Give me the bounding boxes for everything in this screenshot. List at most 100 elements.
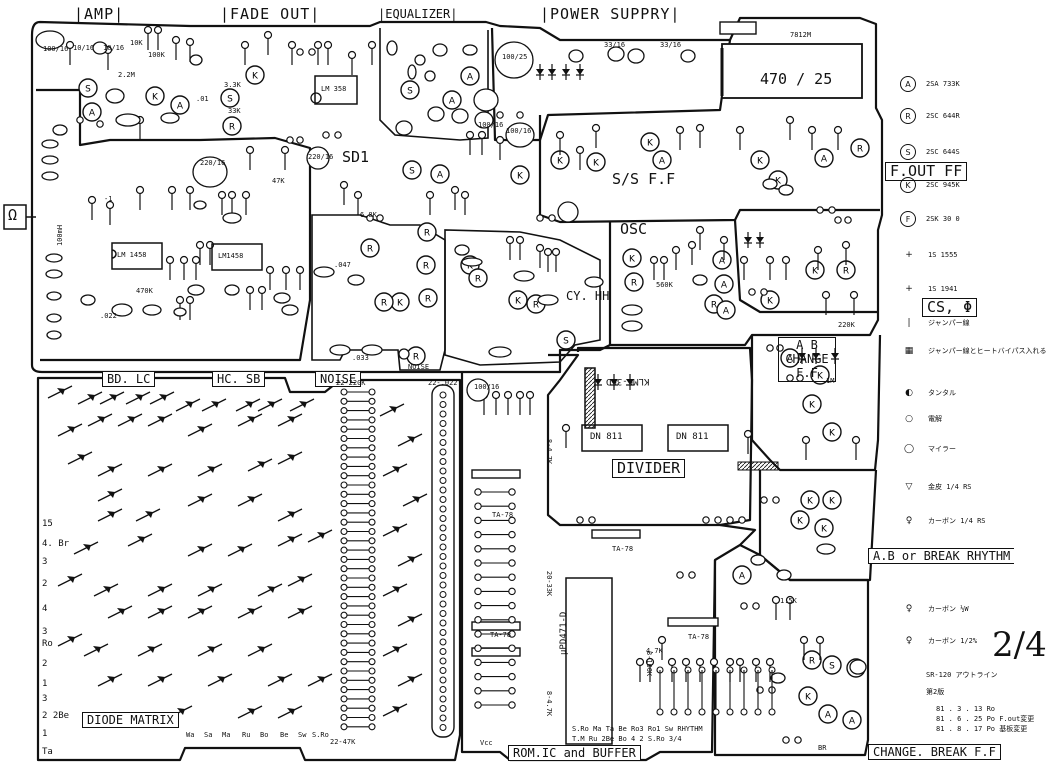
resistor-pad [649,255,659,265]
matrix-row-label: 2 [42,579,48,589]
resistor-pad [505,235,515,245]
matrix-diode [397,613,423,627]
matrix-diode-lead [187,423,213,437]
matrix-col-label: Wa [186,731,195,739]
resistor-pad [635,657,645,667]
transistor-type-letter: R [381,299,387,309]
matrix-resistor-pad [340,481,348,489]
resistor-pad [287,40,297,50]
transistor-type-letter: K [807,497,814,507]
resistor-ladder-rom [474,488,776,716]
matrix-resistor-pad [340,500,348,508]
resistor [649,255,659,280]
transistor-type-letter: A [89,109,96,119]
matrix-diode [235,398,261,412]
transistor-body [586,152,606,172]
solder-pad [796,374,804,382]
matrix-diode [187,493,213,507]
resistor [743,429,753,454]
matrix-diode-lead [382,643,408,657]
matrix-row-label: 1 [42,679,48,689]
solder-pad [844,216,852,224]
solder-pad [322,131,330,139]
resistor [833,125,843,150]
legend-row: ▽金皮 1/4 RS [900,478,972,496]
matrix-resistor-pad [340,676,348,684]
rom-output-resistor [712,666,720,716]
matrix-resistor-pad [340,574,348,582]
ic-dn2 [667,424,729,452]
capacitor [347,274,365,286]
ic-dn1 [581,424,643,452]
transistor-type-letter: A [177,102,184,112]
resistor-pad [263,30,273,40]
matrix-resistor [340,537,376,545]
matrix-diode-lead [87,413,113,427]
transistor-body [640,132,660,152]
transistor: A [714,274,734,294]
resistor-pad [515,235,525,245]
noise-outline [311,214,446,371]
matrix-diode-lead [397,613,423,627]
matrix-diode-lead [77,391,103,405]
resistor-pad [645,657,655,667]
rom-resistor-pad [474,488,482,496]
legend-symbol: A [900,76,916,92]
matrix-diode [227,543,253,557]
resistor [503,390,513,415]
matrix-resistor-pad [340,611,348,619]
matrix-diode-lead [125,391,151,405]
matrix-diode [307,529,333,543]
transistor-type-letter: R [367,245,373,255]
matrix-resistor-pad [340,713,348,722]
matrix-diode-lead [187,605,213,619]
legend-label: 2SA 733K [926,80,960,88]
matrix-diode [187,423,213,437]
matrix-row-label: 3 [42,694,48,704]
diode-body [548,69,556,75]
rom-resistor-pad [508,616,516,624]
rom-resistor [474,502,516,510]
resistor [561,423,571,448]
capacitor [462,44,478,56]
matrix-resistor-pad [368,546,376,554]
capacitor [427,106,445,122]
resistor [367,40,377,65]
label-20-33k: 20-33K [545,570,554,597]
transistor: A [82,102,102,122]
matrix-region [36,376,462,762]
resistor [515,235,525,260]
transistor: A [442,90,462,110]
rom-resistor-pad [474,630,482,638]
matrix-diode [47,385,73,399]
matrix-resistor [340,565,376,573]
matrix-diode [287,573,313,587]
resistor [739,255,749,280]
matrix-row-label: 1 [42,729,48,739]
matrix-diode-body [197,546,205,553]
transistor-type-letter: A [723,307,730,317]
matrix-resistor [340,481,376,489]
matrix-bus-pad [439,610,447,617]
matrix-diode-lead [289,398,315,412]
transistor-type-letter: R [843,267,849,277]
capacitor [750,554,766,566]
capacitor [46,291,62,301]
rom-resistor-pad [474,601,482,610]
solder-pad [536,214,544,222]
matrix-resistor-pad [368,620,376,629]
label-divider: DIVIDER [612,459,686,478]
transistor: K [390,292,410,312]
transistor-type-letter: R [857,145,863,155]
transistor: R [468,268,488,288]
component-value-label: .022 [100,312,117,320]
transistor-type-letter: A [825,711,832,721]
matrix-resistor [340,444,376,452]
capacitor [762,178,778,190]
resistor [841,240,851,265]
resistor-pad [477,130,487,140]
solder-pad [308,48,316,56]
matrix-resistor-pad [340,704,348,712]
rom-resistor [474,658,516,667]
matrix-resistor [340,704,376,712]
